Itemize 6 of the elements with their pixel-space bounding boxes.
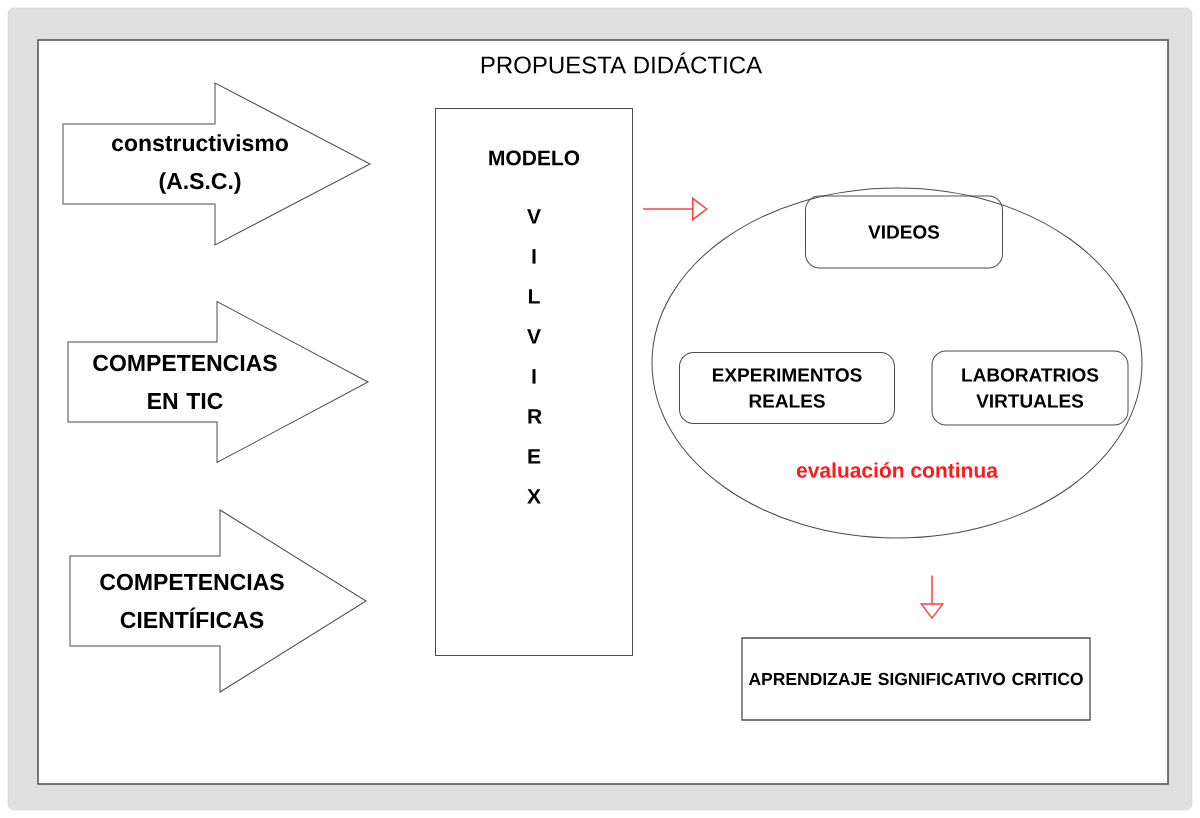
rounded-box: EXPERIMENTOS REALES (679, 352, 895, 424)
model-box: MODELO V I L V I R E X (435, 108, 633, 656)
rounded-box: VIDEOS (805, 195, 1003, 269)
title: PROPUESTA DIDÁCTICA (481, 52, 763, 74)
rounded-box: LABORATRIOS VIRTUALES (931, 350, 1129, 426)
result-box: APRENDIZAJE SIGNIFICATIVO CRITICO (741, 637, 1091, 721)
